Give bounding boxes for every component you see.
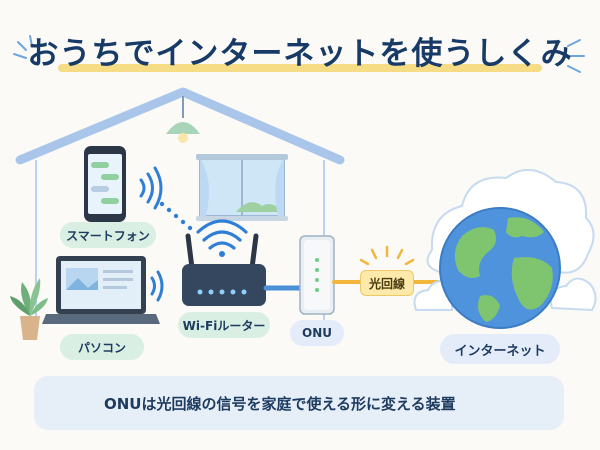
info-note: ONUは光回線の信号を家庭で使える形に変える装置 — [104, 394, 456, 413]
fiber-label: 光回線 — [360, 270, 414, 296]
pc-label: パソコン — [60, 334, 144, 360]
info-box: ONUは光回線の信号を家庭で使える形に変える装置 — [34, 376, 564, 430]
ceiling-lamp-icon — [166, 96, 200, 143]
house-outline — [15, 87, 345, 165]
globe-icon — [439, 207, 561, 329]
internet-label: インターネット — [440, 334, 560, 364]
onu-device-icon — [299, 235, 335, 315]
smartphone-label: スマートフォン — [60, 222, 156, 248]
potted-plant-icon — [10, 278, 48, 340]
router-wifi-icon — [196, 219, 248, 257]
page-title: おうちでインターネットを使うしくみ — [27, 36, 573, 72]
sparkle-left-icon — [13, 35, 33, 59]
wireless-dotted-link — [159, 201, 193, 231]
laptop-wifi-icon — [150, 270, 164, 302]
smartphone-icon — [84, 146, 126, 222]
sparkle-right-icon — [567, 39, 585, 73]
title-underline — [58, 64, 542, 72]
laptop-icon — [42, 256, 160, 324]
smartphone-wifi-icon — [139, 166, 163, 210]
onu-label: ONU — [290, 320, 344, 346]
window-icon — [196, 154, 288, 221]
light-rays-icon — [359, 245, 415, 266]
router-label: Wi-Fiルーター — [178, 312, 270, 338]
router-icon — [182, 233, 266, 306]
